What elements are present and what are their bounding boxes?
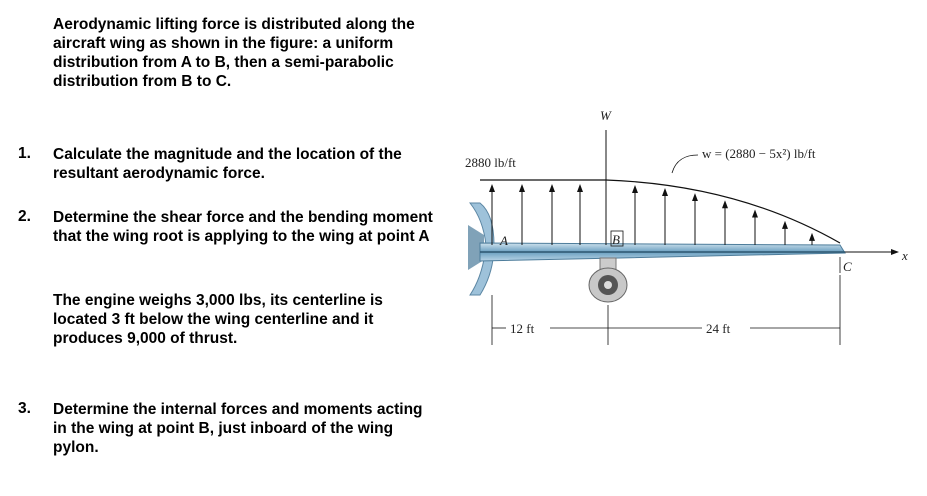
distribution-leader xyxy=(671,154,699,174)
question-1-number: 1. xyxy=(18,145,31,162)
dim-ab-label: 12 ft xyxy=(510,321,535,336)
question-1-text: Calculate the magnitude and the location… xyxy=(53,146,402,182)
dim-bc-label: 24 ft xyxy=(706,321,731,336)
point-c-label: C xyxy=(843,259,852,274)
problem-intro: Aerodynamic lifting force is distributed… xyxy=(53,16,415,90)
load-magnitude-label: 2880 lb/ft xyxy=(465,155,516,170)
x-axis-label: x xyxy=(901,248,908,263)
wing-load-diagram: x W A B C 2880 lb/ft w = (2880 − 5x²) lb… xyxy=(465,108,908,345)
point-b-box xyxy=(610,230,624,247)
question-2-number: 2. xyxy=(18,208,31,225)
question-3-number: 3. xyxy=(18,400,31,417)
engine-spinner xyxy=(604,281,612,289)
question-3-text: Determine the internal forces and moment… xyxy=(53,401,423,456)
point-a-label: A xyxy=(499,233,508,248)
point-b-label: B xyxy=(612,232,620,247)
load-arrows xyxy=(489,184,815,245)
w-label: W xyxy=(600,108,612,123)
engine-note: The engine weighs 3,000 lbs, its centerl… xyxy=(53,292,383,347)
question-2-text: Determine the shear force and the bendin… xyxy=(53,209,433,245)
distribution-equation-label: w = (2880 − 5x²) lb/ft xyxy=(702,146,816,161)
load-distribution-curve xyxy=(480,179,841,244)
